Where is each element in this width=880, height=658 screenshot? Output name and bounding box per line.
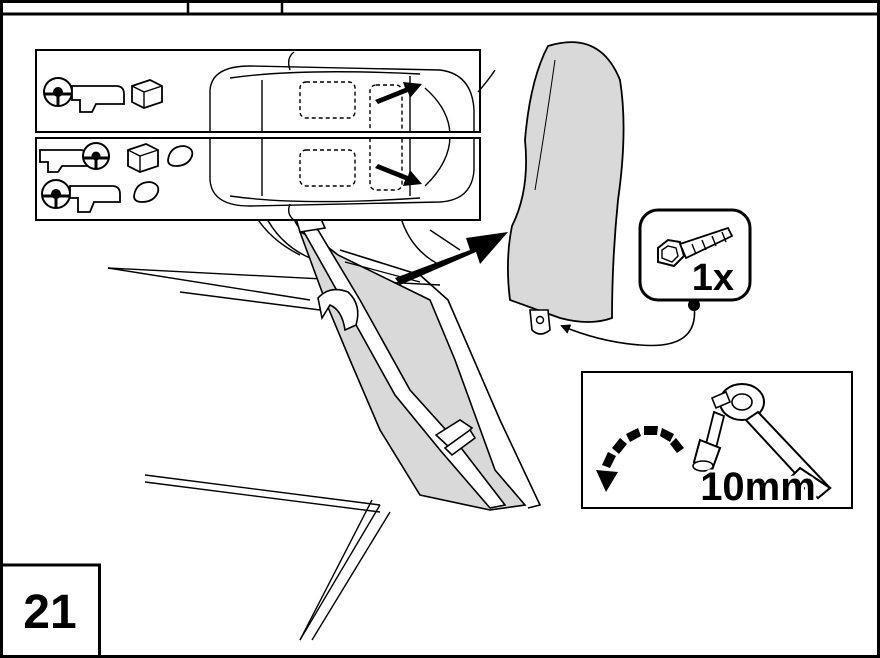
radio-unit-icon bbox=[131, 79, 163, 109]
steering-wheel-icon bbox=[82, 142, 110, 170]
removed-trim-panel bbox=[507, 41, 625, 335]
steering-wheel-icon bbox=[41, 179, 71, 209]
vehicle-variant-inset bbox=[35, 49, 496, 221]
dashboard-icon bbox=[69, 185, 121, 213]
location-arrow-bottom bbox=[375, 164, 422, 186]
steering-wheel-icon bbox=[43, 77, 73, 107]
step-number-box: 21 bbox=[0, 563, 101, 658]
counterclockwise-rotation-icon bbox=[596, 426, 684, 492]
mirror-icon bbox=[167, 145, 194, 167]
fastener-quantity: 1x bbox=[692, 257, 734, 299]
tool-callout: 10mm bbox=[581, 371, 853, 512]
ratchet-wrench-icon bbox=[710, 383, 832, 500]
step-number: 21 bbox=[23, 586, 76, 639]
flange-bolt-icon bbox=[657, 226, 734, 268]
removal-arrow bbox=[395, 232, 508, 285]
fastener-callout: 1x bbox=[560, 208, 752, 347]
socket-icon bbox=[692, 410, 726, 472]
mirror-icon bbox=[133, 181, 160, 203]
location-arrow-top bbox=[375, 82, 422, 104]
grab-handle bbox=[317, 288, 359, 332]
tool-size: 10mm bbox=[700, 465, 816, 509]
header-tabs bbox=[1, 0, 879, 16]
radio-unit-icon bbox=[127, 143, 159, 173]
dashboard-icon bbox=[71, 85, 125, 113]
